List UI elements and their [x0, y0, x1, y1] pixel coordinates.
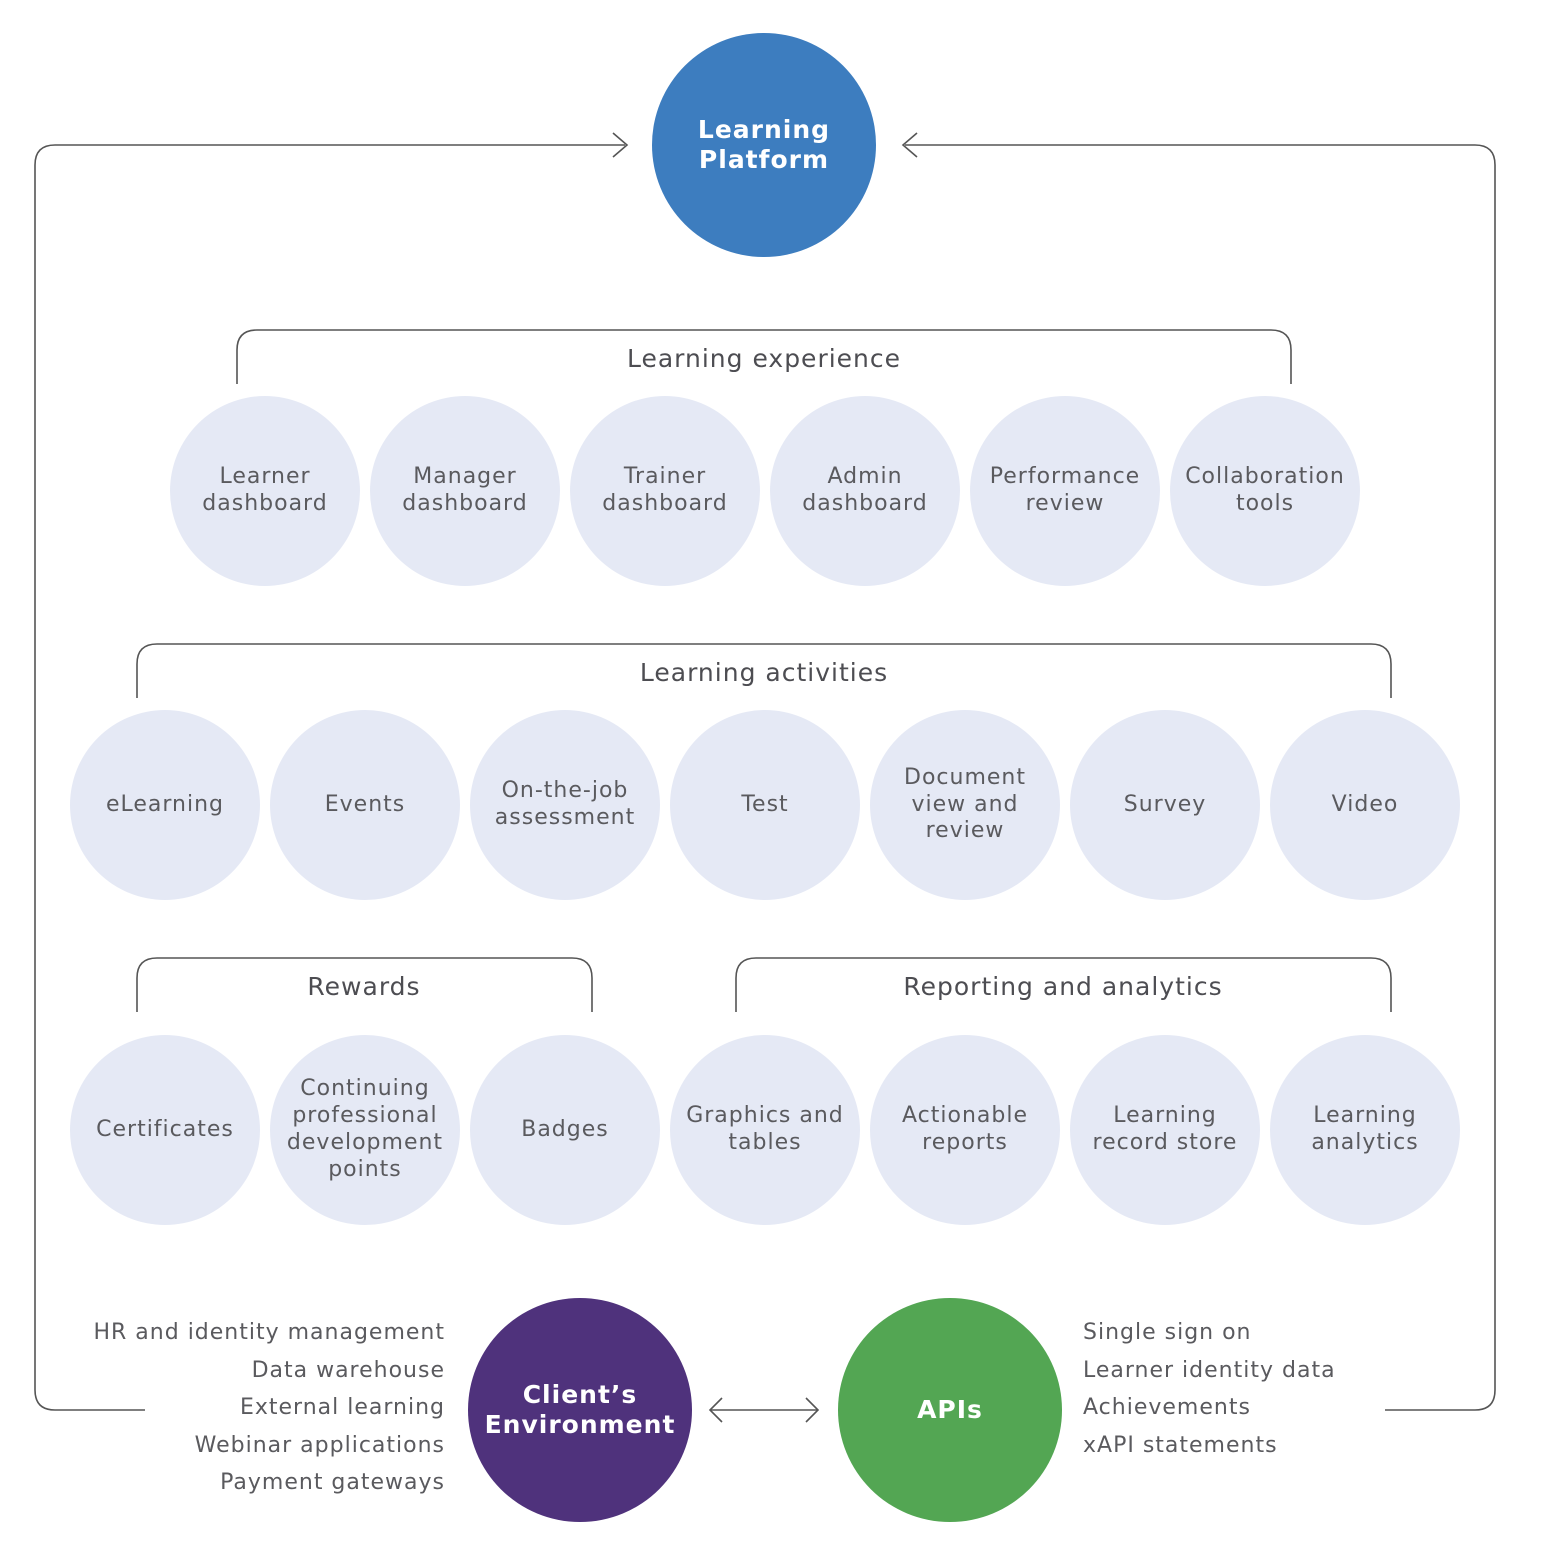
- client-environment-list: HR and identity management Data warehous…: [93, 1314, 445, 1502]
- badges-node: Badges: [470, 1035, 660, 1225]
- learning-activities-title: Learning activities: [639, 658, 889, 687]
- certificates-node: Certificates: [70, 1035, 260, 1225]
- client-env-item: External learning: [239, 1395, 445, 1420]
- learning-platform-circle: Learning Platform: [652, 33, 876, 257]
- client-env-item: Data warehouse: [251, 1357, 445, 1383]
- left-loop-arrowhead: [612, 132, 629, 158]
- events-node: Events: [270, 710, 460, 900]
- document-view-review-node: Document view and review: [870, 710, 1060, 900]
- test-node: Test: [670, 710, 860, 900]
- learning-activities-bracket: [136, 643, 1392, 698]
- learning-experience-title: Learning experience: [626, 344, 902, 373]
- rewards-bracket: [136, 957, 593, 1012]
- client-env-item: Payment gateways: [220, 1470, 445, 1495]
- apis-circle: APIs: [838, 1298, 1062, 1522]
- right-loop-connector: [905, 144, 1496, 1411]
- right-loop-arrowhead: [901, 132, 918, 158]
- video-node: Video: [1270, 710, 1460, 900]
- double-arrow-left-head: [708, 1397, 723, 1423]
- on-the-job-assessment-node: On-the-job assessment: [470, 710, 660, 900]
- client-environment-circle: Client’s Environment: [468, 1298, 692, 1522]
- actionable-reports-node: Actionable reports: [870, 1035, 1060, 1225]
- client-env-item: HR and identity management: [93, 1320, 445, 1345]
- survey-node: Survey: [1070, 710, 1260, 900]
- reporting-analytics-title: Reporting and analytics: [903, 972, 1223, 1001]
- cpd-points-node: Continuing professional development poin…: [270, 1035, 460, 1225]
- performance-review-node: Performance review: [970, 396, 1160, 586]
- learner-dashboard-node: Learner dashboard: [170, 396, 360, 586]
- rewards-title: Rewards: [307, 972, 421, 1001]
- admin-dashboard-node: Admin dashboard: [770, 396, 960, 586]
- learning-record-store-node: Learning record store: [1070, 1035, 1260, 1225]
- graphics-tables-node: Graphics and tables: [670, 1035, 860, 1225]
- api-item: Single sign on: [1083, 1320, 1252, 1345]
- double-arrow-right-head: [805, 1397, 820, 1423]
- api-item: Learner identity data: [1083, 1357, 1336, 1383]
- api-item: Achievements: [1083, 1395, 1251, 1420]
- apis-list: Single sign on Learner identity data Ach…: [1083, 1314, 1336, 1464]
- elearning-node: eLearning: [70, 710, 260, 900]
- api-item: xAPI statements: [1083, 1432, 1278, 1458]
- learning-analytics-node: Learning analytics: [1270, 1035, 1460, 1225]
- collaboration-tools-node: Collaboration tools: [1170, 396, 1360, 586]
- manager-dashboard-node: Manager dashboard: [370, 396, 560, 586]
- reporting-analytics-bracket: [735, 957, 1392, 1012]
- learning-experience-bracket: [236, 329, 1292, 384]
- trainer-dashboard-node: Trainer dashboard: [570, 396, 760, 586]
- left-loop-connector: [34, 144, 625, 1411]
- client-env-item: Webinar applications: [194, 1432, 445, 1458]
